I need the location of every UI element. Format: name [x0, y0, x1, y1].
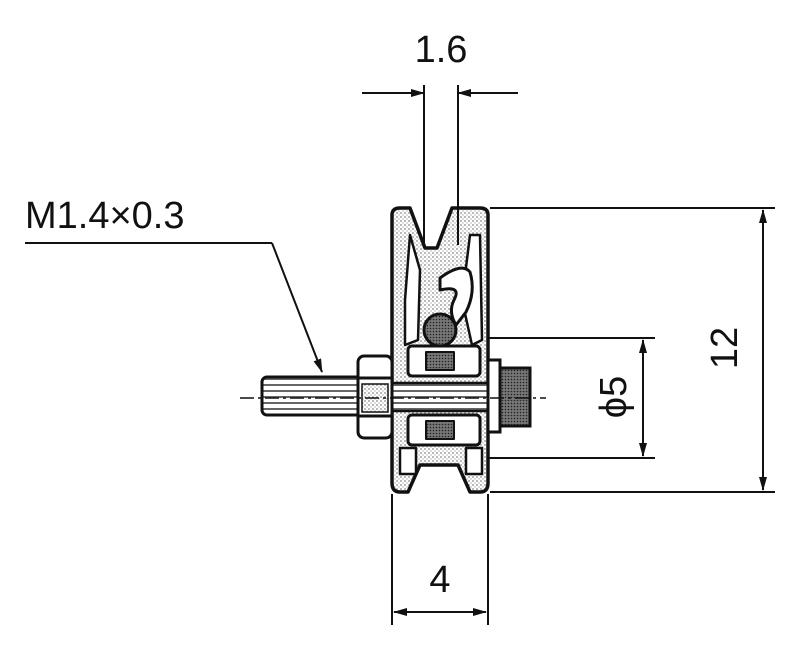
overall-diameter-dimension	[490, 207, 775, 493]
thread-label: M1.4×0.3	[25, 195, 185, 237]
wheel-width-label: 4	[429, 559, 450, 601]
bore-diameter-label: ϕ5	[593, 376, 635, 418]
wheel-width-dimension	[391, 494, 489, 625]
wheel-body	[390, 206, 490, 494]
overall-diameter-label: 12	[704, 327, 746, 369]
groove-width-label: 1.6	[415, 29, 468, 71]
hex-nut	[356, 354, 394, 440]
groove-width-dimension	[362, 85, 518, 245]
washer	[486, 358, 532, 434]
thread-leader	[25, 242, 323, 373]
bore-diameter-dimension	[488, 337, 655, 459]
